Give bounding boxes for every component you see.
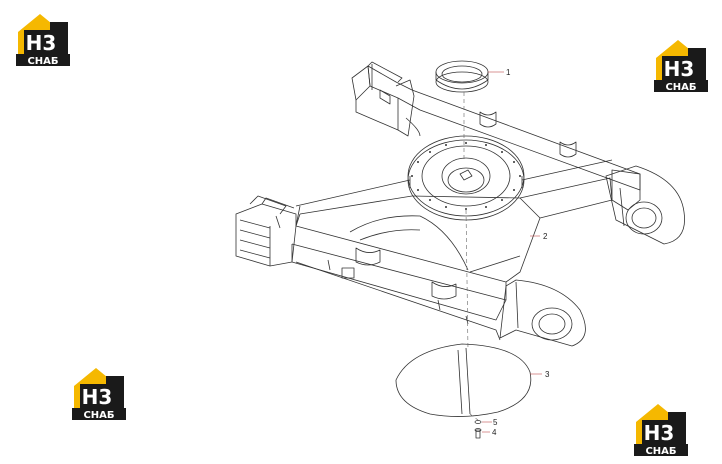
logo-word: СНАБ — [645, 446, 676, 457]
logo-mark: H3 — [82, 385, 113, 409]
logo-mark: H3 — [26, 31, 57, 55]
callout-2: 2 — [543, 232, 548, 241]
bolt-and-washer — [474, 420, 482, 439]
callout-leaders — [482, 71, 542, 433]
brand-logo-top-left: H3 СНАБ — [14, 12, 72, 70]
callout-1: 1 — [506, 68, 511, 77]
brand-logo-bottom-left: H3 СНАБ — [70, 366, 128, 424]
logo-mark: H3 — [664, 57, 695, 81]
logo-word: СНАБ — [27, 56, 58, 67]
seal-ring-part — [435, 60, 489, 93]
right-idler-mount — [605, 165, 685, 245]
bolt-hole-pattern — [411, 142, 521, 210]
brand-logo-top-right: H3 СНАБ — [652, 38, 710, 96]
under-cover-plate — [395, 343, 532, 417]
logo-mark: H3 — [644, 421, 675, 445]
right-sprocket-mount — [499, 279, 586, 347]
callout-3: 3 — [545, 370, 550, 379]
callout-4: 4 — [492, 428, 497, 437]
lower-track-beam — [291, 244, 507, 341]
upper-track-beam — [351, 61, 641, 211]
logo-word: СНАБ — [665, 82, 696, 93]
callout-5: 5 — [493, 418, 498, 427]
center-axis-line — [463, 92, 479, 421]
brand-logo-bottom-right: H3 СНАБ — [632, 402, 690, 460]
lower-frame-body — [291, 159, 613, 301]
swing-bearing-mount — [407, 135, 525, 221]
logo-word: СНАБ — [83, 410, 114, 421]
left-track-end — [235, 195, 297, 267]
